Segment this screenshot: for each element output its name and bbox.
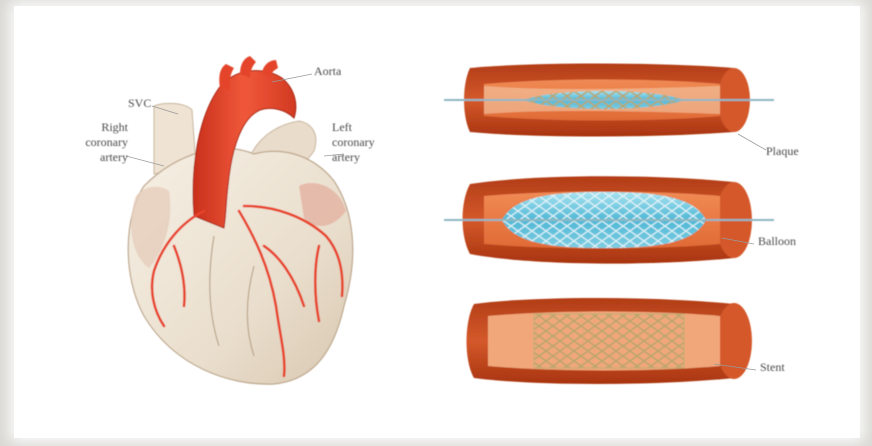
heart-stent-diagram (14, 6, 860, 438)
stent-panel-3 (467, 298, 753, 384)
label-svc: SVC (128, 96, 151, 111)
label-aorta: Aorta (314, 64, 341, 79)
artery-3-end (716, 303, 752, 379)
stent-panel-2 (444, 176, 774, 263)
heart-illustration (128, 56, 352, 384)
label-right-coronary-artery: Right coronary artery (48, 120, 128, 165)
plaque-leader (738, 134, 766, 150)
label-balloon: Balloon (758, 234, 796, 249)
label-plaque: Plaque (766, 144, 799, 159)
heart-body (128, 149, 352, 385)
stent-panel-1 (444, 64, 774, 137)
deployed-stent-mesh (534, 314, 684, 368)
label-left-coronary-artery: Left coronary artery (332, 120, 375, 165)
image-frame: Aorta SVC Right coronary artery Left cor… (14, 6, 860, 438)
label-stent: Stent (760, 360, 785, 375)
